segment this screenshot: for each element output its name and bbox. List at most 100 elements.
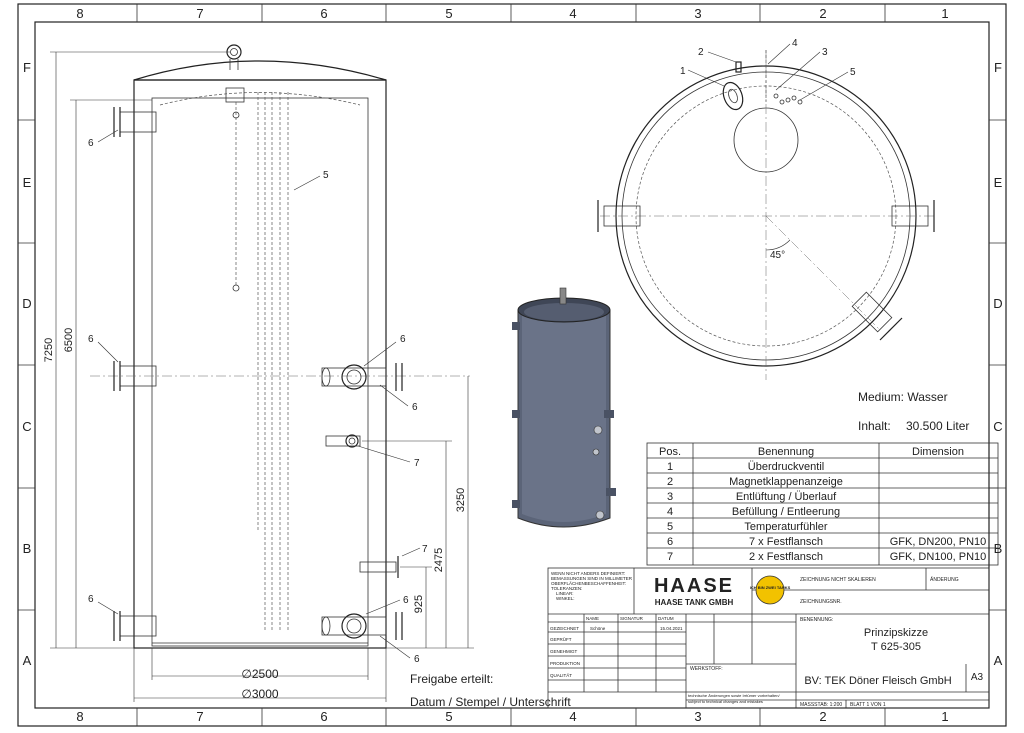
table-cell: 3: [667, 491, 673, 503]
tank-roof: [133, 60, 387, 81]
col-label: 1: [941, 709, 948, 724]
angle-label: 45°: [770, 250, 785, 261]
row-label: C: [22, 419, 31, 434]
table-cell: GFK, DN200, PN10: [890, 536, 987, 548]
right-flange-dn100-lower: [359, 556, 399, 578]
svg-text:BLATT 1 VON 1: BLATT 1 VON 1: [850, 702, 886, 708]
table-cell: 2 x Festflansch: [749, 551, 823, 563]
table-cell: 5: [667, 521, 673, 533]
col-label: 2: [819, 6, 826, 21]
callout: 5: [323, 170, 329, 181]
col-label: 3: [694, 709, 701, 724]
svg-text:Schöne: Schöne: [590, 626, 606, 631]
table-cell: 2: [667, 476, 673, 488]
col-label: 3: [694, 6, 701, 21]
svg-text:BEMASSUNGEN SIND IN MILLIMETER: BEMASSUNGEN SIND IN MILLIMETER: [551, 576, 633, 581]
row-label: F: [23, 60, 31, 75]
svg-text:6500: 6500: [63, 328, 75, 352]
svg-text:DATUM: DATUM: [658, 616, 674, 621]
svg-text:WERKSTOFF:: WERKSTOFF:: [690, 666, 723, 672]
top-view: 45° 1 2 3 4: [597, 38, 935, 380]
svg-text:15.04.2021: 15.04.2021: [660, 626, 683, 631]
inner-frame: [34, 21, 990, 709]
svg-text:WINKEL:: WINKEL:: [556, 596, 575, 601]
table-header: Dimension: [912, 446, 964, 458]
callout: 6: [88, 334, 94, 345]
side-view: 6 5 6 6 6 7 7 6 6 6 7250: [43, 44, 474, 702]
row-label: A: [994, 653, 1003, 668]
designation-text: Prinzipskizze: [864, 627, 928, 639]
dimension-h3: 925: [400, 566, 432, 648]
frame-grid-ticks: [18, 4, 1006, 726]
col-label: 4: [569, 709, 576, 724]
top-flange-left: [597, 200, 641, 232]
svg-text:ÄNDERUNG: ÄNDERUNG: [930, 576, 959, 583]
column-labels: 8 7 6 5 4 3 2 1 8 7 6 5 4 3 2 1: [76, 6, 948, 724]
row-label: E: [994, 175, 1003, 190]
svg-text:TOLERANZEN:: TOLERANZEN:: [551, 586, 582, 591]
sheet-format: A3: [971, 672, 984, 683]
company-logo: HAASE: [654, 575, 734, 597]
left-flange-top: [113, 107, 157, 137]
callout: 7: [414, 458, 420, 469]
company-name: HAASE TANK GMBH: [655, 598, 734, 607]
col-label: 4: [569, 6, 576, 21]
dimension-total-height: 7250: [43, 51, 230, 649]
callout: 6: [88, 594, 94, 605]
svg-text:ZEICHNUNGSNR.: ZEICHNUNGSNR.: [800, 599, 842, 605]
left-flange-mid: [113, 361, 157, 391]
row-label: D: [22, 296, 31, 311]
callout: 6: [403, 595, 409, 606]
designation-number: T 625-305: [871, 641, 921, 653]
parts-table: Pos. Benennung Dimension 1 Überdruckvent…: [646, 442, 999, 566]
svg-text:7250: 7250: [43, 338, 55, 362]
table-cell: Überdruckventil: [748, 461, 824, 473]
dimension-inner-diameter: ∅2500: [151, 648, 369, 681]
svg-text:GENEHMIGT: GENEHMIGT: [550, 649, 578, 654]
callout: 6: [414, 654, 420, 665]
row-label: D: [993, 296, 1002, 311]
dimension-shell-height: 6500: [63, 99, 152, 648]
col-label: 2: [819, 709, 826, 724]
col-label: 5: [445, 6, 452, 21]
badge-text: ICH BIN ZWEI TANKS: [750, 585, 791, 590]
outer-frame: [17, 3, 1007, 727]
callout: 6: [400, 334, 406, 345]
callout: 7: [422, 544, 428, 555]
callout: 6: [88, 138, 94, 149]
medium-text: Medium: Wasser: [858, 390, 948, 404]
callout: 3: [822, 47, 828, 58]
svg-text:GEZEICHNET: GEZEICHNET: [550, 626, 579, 631]
table-cell: Befüllung / Entleerung: [732, 506, 840, 518]
release-signature-text: Datum / Stempel / Unterschrift: [410, 695, 571, 709]
tank-3d-view: [512, 287, 616, 528]
callout: 5: [850, 67, 856, 78]
relief-valve: [722, 81, 744, 111]
inhalt-value: 30.500 Liter: [906, 419, 969, 433]
svg-text:SIGNATUR: SIGNATUR: [620, 616, 644, 621]
callout: 6: [412, 402, 418, 413]
row-label: E: [23, 175, 32, 190]
svg-text:PRODUKTION: PRODUKTION: [550, 661, 580, 666]
table-cell: 7 x Festflansch: [749, 536, 823, 548]
col-label: 6: [320, 709, 327, 724]
table-cell: GFK, DN100, PN10: [890, 551, 987, 563]
svg-text:subject to technical changes a: subject to technical changes and mistake…: [688, 699, 763, 704]
tank-shell: [133, 79, 387, 649]
svg-text:925: 925: [413, 595, 425, 613]
svg-text:NAME: NAME: [586, 616, 599, 621]
tank-inner-wall: [151, 97, 369, 647]
table-cell: 4: [667, 506, 673, 518]
col-label: 7: [196, 6, 203, 21]
callout: 1: [680, 66, 686, 77]
svg-text:LINEAR:: LINEAR:: [556, 591, 574, 596]
table-cell: Magnetklappenanzeige: [729, 476, 843, 488]
table-cell: 7: [667, 551, 673, 563]
left-flange-bottom: [113, 611, 157, 641]
table-cell: Entlüftung / Überlauf: [736, 491, 837, 503]
row-label: B: [23, 541, 32, 556]
right-flange-dn100-upper: [325, 434, 361, 448]
inhalt-label: Inhalt:: [858, 419, 891, 433]
table-cell: Temperaturfühler: [744, 521, 827, 533]
